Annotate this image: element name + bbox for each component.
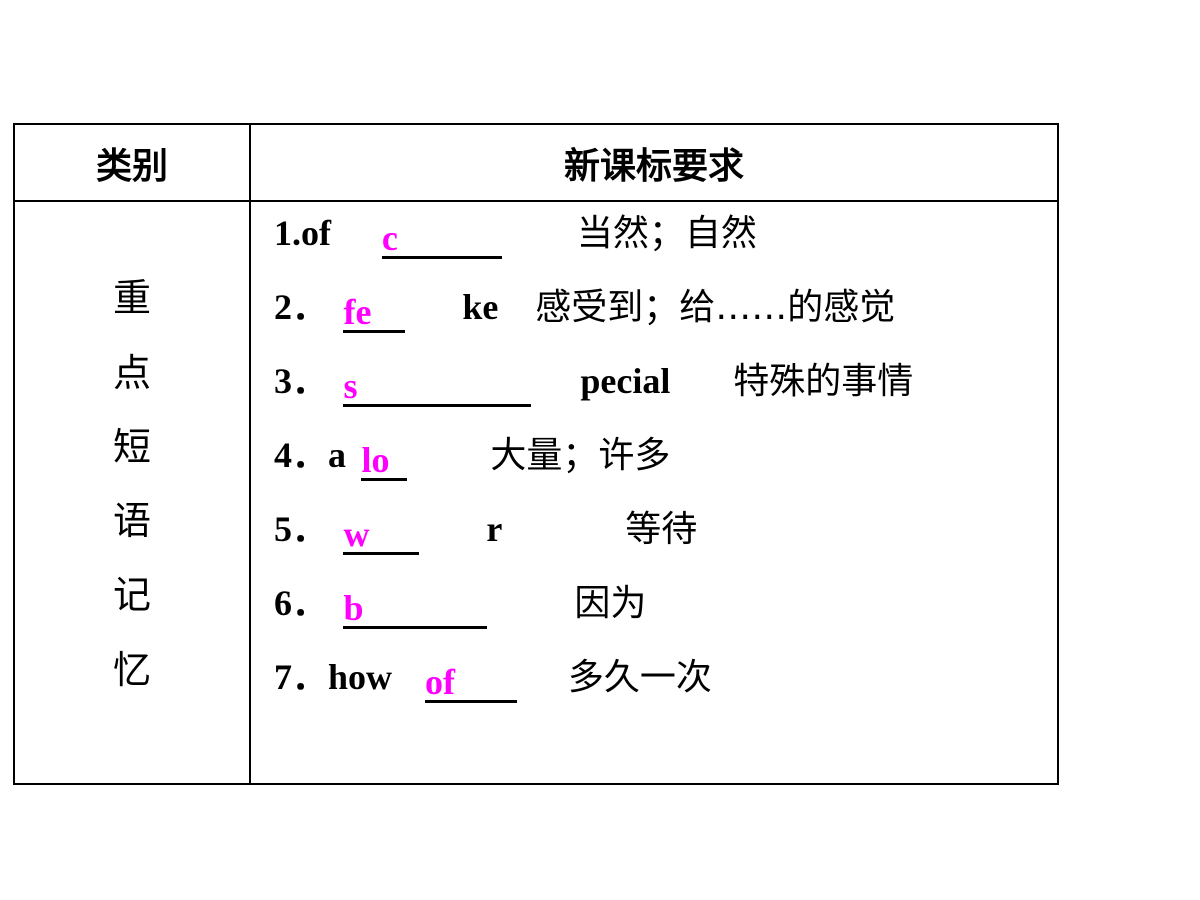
item-number: 6． (274, 583, 329, 623)
item-meaning: 多久一次 (567, 657, 712, 698)
item-meaning: 因为 (574, 583, 647, 624)
answer-blank[interactable]: of (424, 656, 517, 703)
item-suffix: pecial (580, 361, 671, 401)
answer-blank[interactable]: fe (343, 286, 406, 333)
column-divider (249, 125, 251, 783)
answer-blank[interactable]: lo (361, 434, 408, 481)
answer-text: of (424, 662, 455, 702)
item-number: 3． (274, 361, 329, 401)
phrase-item: 6． b 因为 (274, 578, 647, 629)
answer-text: fe (343, 292, 372, 332)
category-char: 重 (112, 276, 151, 320)
item-number: 7． (274, 657, 329, 697)
answer-blank[interactable]: c (381, 212, 502, 259)
item-number: 2． (274, 287, 329, 327)
answer-blank[interactable]: s (343, 360, 532, 407)
answer-text: s (343, 366, 358, 406)
item-prefix: a (328, 435, 347, 475)
category-char: 忆 (112, 648, 151, 692)
item-suffix: r (486, 509, 503, 549)
phrase-item: 7．how of 多久一次 (274, 652, 712, 703)
answer-blank[interactable]: w (343, 508, 420, 555)
phrase-table: 类别 新课标要求 重 点 短 语 记 忆 1.of c 当然；自然 2． fe … (13, 123, 1059, 785)
item-prefix: how (328, 657, 393, 697)
header-divider (15, 200, 1057, 202)
answer-text: w (343, 514, 370, 554)
answer-text: b (343, 588, 364, 628)
category-char: 语 (112, 499, 151, 543)
category-char: 短 (112, 425, 151, 469)
phrase-item: 3． s pecial 特殊的事情 (274, 356, 914, 407)
item-prefix: of (301, 213, 331, 253)
category-char: 点 (112, 351, 151, 395)
answer-text: c (381, 218, 398, 258)
header-requirement: 新课标要求 (563, 145, 744, 187)
category-char: 记 (112, 573, 151, 617)
phrase-item: 4．a lo 大量；许多 (274, 430, 671, 481)
header-category: 类别 (95, 145, 168, 187)
phrase-item: 5． w r 等待 (274, 504, 698, 555)
item-meaning: 感受到；给……的感觉 (535, 287, 896, 328)
item-meaning: 等待 (625, 509, 698, 550)
phrase-item: 1.of c 当然；自然 (274, 208, 757, 259)
answer-blank[interactable]: b (343, 582, 488, 629)
item-meaning: 当然；自然 (576, 213, 757, 254)
phrase-item: 2． fe ke 感受到；给……的感觉 (274, 282, 896, 333)
item-meaning: 特殊的事情 (733, 361, 914, 402)
item-number: 4． (274, 435, 329, 475)
item-number: 5． (274, 509, 329, 549)
item-suffix: ke (462, 287, 499, 327)
item-number: 1. (274, 213, 301, 253)
category-cell: 重 点 短 语 记 忆 (15, 202, 249, 785)
item-meaning: 大量；许多 (490, 435, 671, 476)
answer-text: lo (361, 440, 390, 480)
